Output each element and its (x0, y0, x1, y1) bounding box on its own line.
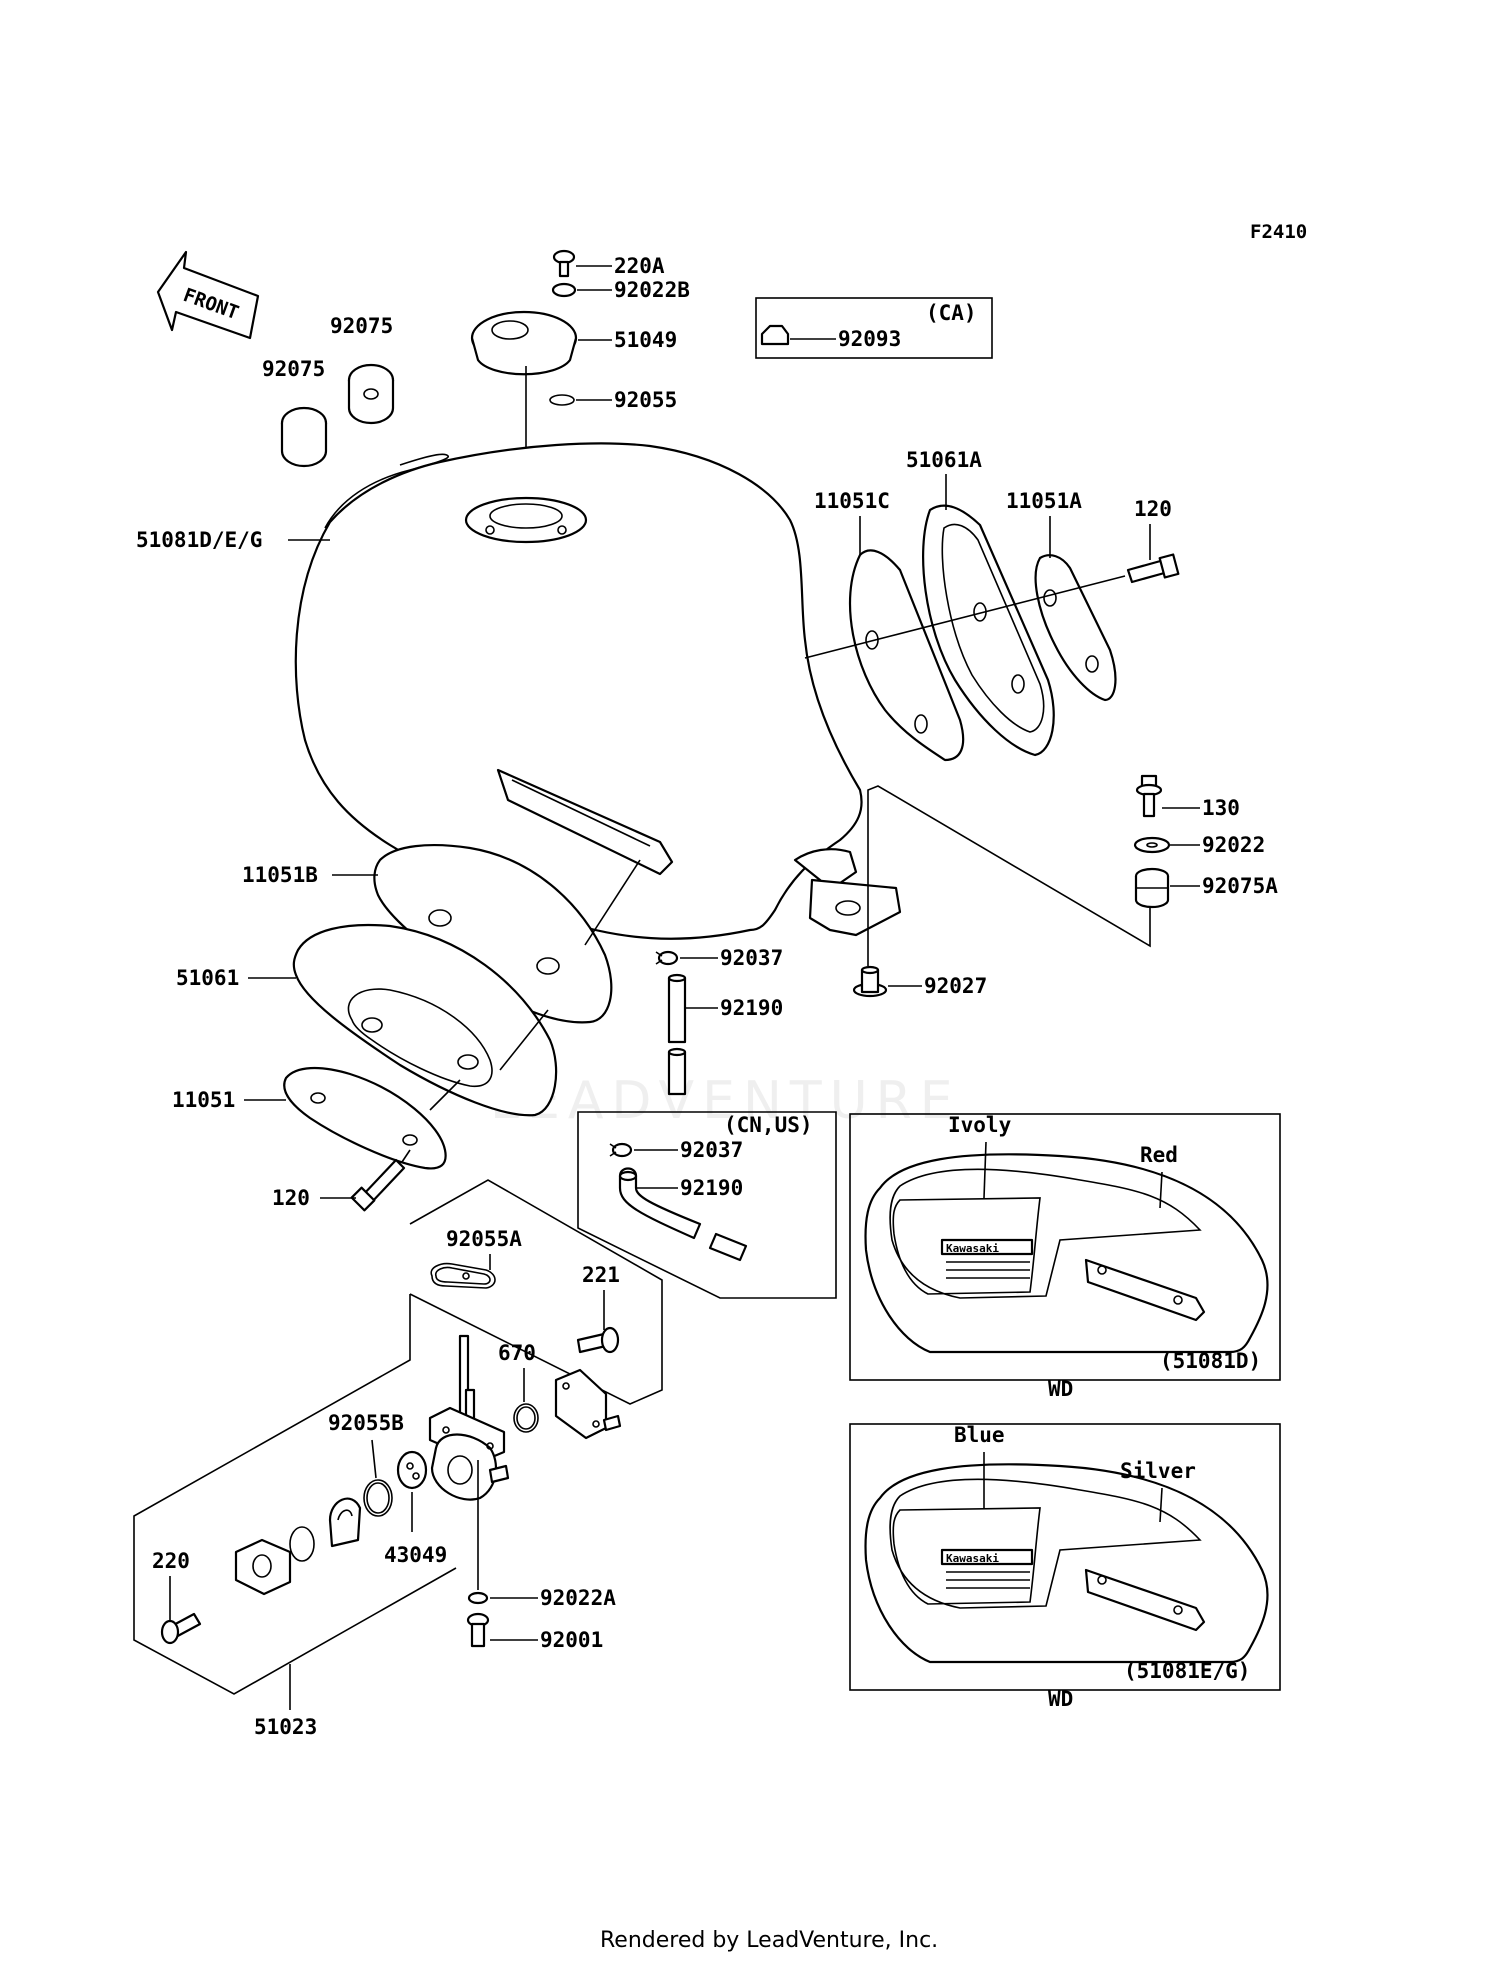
variant-eg-note: WD (1048, 1687, 1073, 1711)
washer-92022b-icon (551, 282, 577, 298)
damper-92075-icon (347, 363, 395, 425)
label-670: 670 (498, 1341, 536, 1365)
damper-92075-second-icon (280, 406, 328, 468)
label-220: 220 (152, 1549, 190, 1573)
damper-92075a-icon (1134, 867, 1170, 909)
label-221: 221 (582, 1263, 620, 1287)
valve-seal-icon (328, 1497, 362, 1548)
bolt-130-icon (1135, 774, 1163, 818)
logo-51081eg: Kawasaki (946, 1552, 999, 1565)
oring-92055b-icon (363, 1479, 393, 1517)
variant-d-color2: Red (1140, 1143, 1178, 1167)
gasket-92055-icon (549, 394, 575, 406)
label-43049: 43049 (384, 1543, 447, 1567)
label-92190-b: 92190 (680, 1176, 743, 1200)
valve-cover-icon (554, 1368, 622, 1440)
label-92027: 92027 (924, 974, 987, 998)
cnus-note: (CN,US) (724, 1113, 813, 1137)
label-92055: 92055 (614, 388, 677, 412)
label-120-b: 120 (272, 1186, 310, 1210)
valve-plate-icon (234, 1538, 292, 1596)
variant-eg-color2: Silver (1120, 1459, 1196, 1483)
screw-221-icon (576, 1326, 620, 1354)
fuel-tank-icon (294, 442, 902, 940)
emblem-51061-icon (292, 923, 558, 1117)
logo-51081d: Kawasaki (946, 1242, 999, 1255)
variant-d-note: WD (1048, 1377, 1073, 1401)
bolt-120-second-icon (350, 1158, 406, 1212)
ca-box (755, 297, 993, 359)
label-92001: 92001 (540, 1628, 603, 1652)
valve-assembly-box-lower (133, 1294, 457, 1695)
variant-eg-code: (51081E/G) (1124, 1659, 1250, 1683)
label-92037-b: 92037 (680, 1138, 743, 1162)
label-11051b: 11051B (242, 863, 318, 887)
variant-d-code: (51081D) (1160, 1349, 1261, 1373)
bolt-120-icon (1126, 553, 1180, 584)
variant-panel-51081eg: Kawasaki (849, 1423, 1281, 1691)
label-92190-a: 92190 (720, 996, 783, 1020)
label-92075-a: 92075 (330, 314, 393, 338)
emblem-51061a-icon (922, 504, 1055, 757)
label-51023: 51023 (254, 1715, 317, 1739)
washer-92022-icon (1133, 836, 1171, 854)
collar-92027-icon (852, 965, 888, 998)
washer-92022a-icon (467, 1591, 489, 1605)
label-120-a: 120 (1134, 497, 1172, 521)
label-92055b: 92055B (328, 1411, 404, 1435)
label-92093: 92093 (838, 327, 901, 351)
label-11051c: 11051C (814, 489, 890, 513)
hose-92190-icon (667, 973, 687, 1096)
variant-d-color1: Ivoly (948, 1113, 1012, 1137)
label-11051: 11051 (172, 1088, 235, 1112)
cap-92093-icon (760, 324, 790, 346)
label-51081deg: 51081D/E/G (136, 528, 262, 552)
hose-92190-second-icon (618, 1167, 748, 1262)
label-220a: 220A (614, 254, 665, 278)
fuel-valve-body-icon (428, 1334, 510, 1501)
label-11051a: 11051A (1006, 489, 1082, 513)
label-92055a: 92055A (446, 1227, 522, 1251)
oring-670-icon (513, 1403, 539, 1433)
screw-220-icon (160, 1612, 202, 1645)
label-92037-a: 92037 (720, 946, 783, 970)
ca-note: (CA) (926, 301, 977, 325)
emblem-11051a-icon (1034, 554, 1117, 702)
fuel-cap-51049-icon (470, 310, 578, 376)
front-arrow-icon: FRONT (156, 250, 260, 340)
cnus-box (577, 1111, 837, 1299)
emblem-base-11051b-icon (373, 844, 613, 1024)
label-92075a: 92075A (1202, 874, 1278, 898)
label-92075-b: 92075 (262, 357, 325, 381)
label-51049: 51049 (614, 328, 677, 352)
clamp-92037-icon (655, 950, 679, 966)
valve-assembly-box-upper (409, 1179, 663, 1405)
label-51061a: 51061A (906, 448, 982, 472)
screw-220a-icon (552, 249, 576, 278)
variant-panel-51081d: Kawasaki (849, 1113, 1281, 1381)
watermark: LEADVENTURE (490, 1071, 961, 1131)
label-130: 130 (1202, 796, 1240, 820)
clamp-92037-second-icon (609, 1142, 633, 1158)
label-92022b: 92022B (614, 278, 690, 302)
label-92022a: 92022A (540, 1586, 616, 1610)
gasket-92055a-icon (430, 1262, 496, 1289)
screw-92001-icon (466, 1612, 490, 1648)
label-51061: 51061 (176, 966, 239, 990)
label-92022: 92022 (1202, 833, 1265, 857)
emblem-11051-icon (283, 1066, 447, 1170)
emblem-base-11051c-icon (848, 549, 965, 762)
footer-credit: Rendered by LeadVenture, Inc. (600, 1928, 938, 1953)
figure-code: F2410 (1250, 221, 1307, 243)
lever-43049-icon (396, 1450, 428, 1490)
variant-eg-color1: Blue (954, 1423, 1005, 1447)
oring-icon (289, 1526, 315, 1562)
